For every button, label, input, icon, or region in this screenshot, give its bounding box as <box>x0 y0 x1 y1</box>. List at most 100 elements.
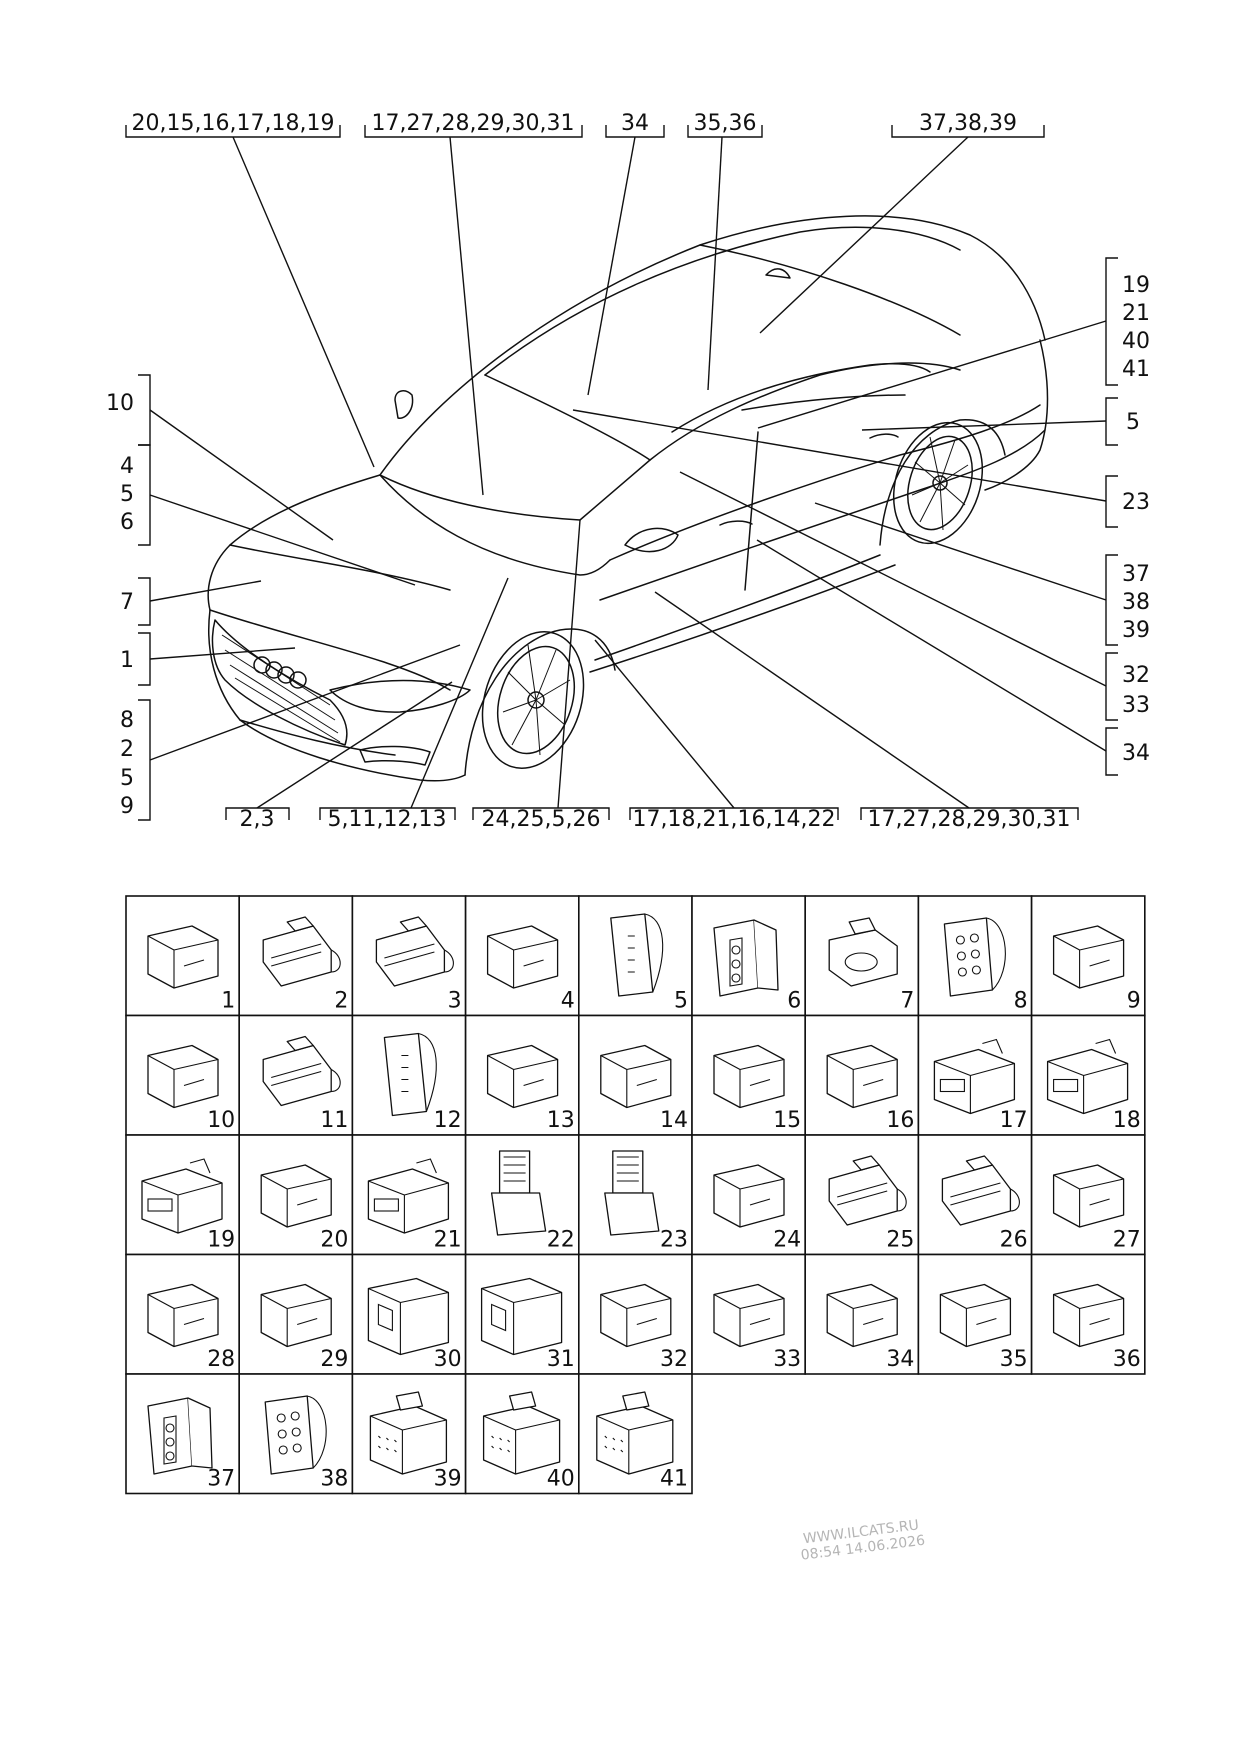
connector-number: 27 <box>1113 1228 1141 1253</box>
callout-labels: 20,15,16,17,18,19 17,27,28,29,30,31 34 3… <box>106 111 1150 832</box>
connector-number: 19 <box>207 1228 235 1253</box>
connector-cell: 36 <box>1030 1253 1146 1375</box>
connector-cell: 7 <box>804 895 920 1017</box>
box-connector-icon <box>933 1038 1016 1115</box>
callout-bottom-2: 5,11,12,13 <box>328 807 447 832</box>
connector-cell: 9 <box>1030 895 1146 1017</box>
connector-cell: 12 <box>351 1014 467 1136</box>
callout-right-1-3: 40 <box>1122 329 1150 354</box>
connector-cell: 8 <box>917 895 1033 1017</box>
connector-cell: 23 <box>577 1134 693 1256</box>
callout-right-2-1: 5 <box>1126 410 1140 435</box>
connector-cell: 37 <box>125 1373 240 1495</box>
connector-cell: 13 <box>464 1014 580 1136</box>
tower-connector-icon <box>604 1150 660 1236</box>
callout-top-3: 34 <box>621 111 649 136</box>
callout-left-2-1: 4 <box>120 454 134 479</box>
connector-cell: 24 <box>691 1134 806 1256</box>
connector-number: 10 <box>207 1108 235 1133</box>
connector-number: 37 <box>207 1467 235 1492</box>
connector-number: 36 <box>1113 1347 1141 1372</box>
connector-cell: 32 <box>577 1253 693 1375</box>
connector-number: 38 <box>320 1467 348 1492</box>
flat-connector-icon <box>939 1283 1012 1348</box>
connector-cell: 39 <box>351 1373 467 1495</box>
connector-cell: 16 <box>804 1014 920 1136</box>
latch-connector-icon <box>826 1044 898 1109</box>
connector-cell: 17 <box>917 1014 1033 1136</box>
connector-number: 23 <box>660 1228 688 1253</box>
callout-left-5-3: 5 <box>120 766 134 791</box>
callout-left-3-1: 7 <box>120 590 134 615</box>
six-pin-housing-icon <box>264 1395 327 1475</box>
box-connector-icon <box>367 1158 450 1234</box>
connector-number: 6 <box>787 989 801 1014</box>
connector-number: 12 <box>434 1108 462 1133</box>
callout-top-4: 35,36 <box>694 111 757 136</box>
callout-left-2-2: 5 <box>120 482 134 507</box>
connector-cell: 22 <box>464 1134 580 1256</box>
open-housing-icon <box>367 1277 450 1356</box>
connector-number: 9 <box>1127 989 1141 1014</box>
two-pin-connector-icon <box>828 917 898 987</box>
callout-bottom-1: 2,3 <box>240 807 275 832</box>
connector-cell: 5 <box>577 895 693 1017</box>
flat-block-connector-icon <box>713 1283 785 1348</box>
connector-cell: 14 <box>577 1014 693 1136</box>
connector-cell: 26 <box>917 1134 1033 1256</box>
side-latch-connector-icon <box>713 1044 785 1109</box>
connector-cell-frame <box>804 1014 920 1136</box>
connector-cell: 21 <box>351 1134 467 1256</box>
vertical-pin-housing-icon <box>610 913 664 997</box>
connector-number: 29 <box>320 1347 348 1372</box>
cylinder-connector-icon <box>260 1283 332 1348</box>
frame-connector-icon <box>600 1283 672 1348</box>
callout-right-1-2: 21 <box>1122 301 1150 326</box>
callout-left-5-4: 9 <box>120 794 134 819</box>
connector-cell: 25 <box>804 1134 920 1256</box>
connector-number: 2 <box>334 989 348 1014</box>
open-box-connector-icon <box>147 1283 219 1348</box>
grid-pin-connector-icon <box>596 1391 674 1475</box>
connector-number: 40 <box>547 1467 575 1492</box>
grid-pin-connector-icon <box>369 1391 448 1475</box>
connector-cell: 28 <box>125 1253 240 1375</box>
connector-cell: 27 <box>1030 1134 1146 1256</box>
connector-cell: 41 <box>577 1373 693 1495</box>
connector-cell: 30 <box>351 1253 467 1375</box>
connector-number: 39 <box>434 1467 462 1492</box>
multi-pin-connector-icon <box>375 916 454 987</box>
connector-number: 28 <box>207 1347 235 1372</box>
connector-number: 21 <box>434 1228 462 1253</box>
connector-number: 4 <box>561 989 575 1014</box>
flat-connector-icon <box>486 925 559 989</box>
connector-cell: 35 <box>917 1253 1033 1375</box>
connector-cell: 11 <box>238 1014 354 1136</box>
three-pin-connector-icon <box>713 919 779 997</box>
connector-number: 35 <box>1000 1347 1028 1372</box>
three-pin-connector-icon <box>147 1397 213 1475</box>
connector-number: 14 <box>660 1108 688 1133</box>
open-housing-icon <box>480 1277 563 1356</box>
callout-right-5-2: 33 <box>1122 693 1150 718</box>
connector-number: 1 <box>221 989 235 1014</box>
callout-left-5-2: 2 <box>120 737 134 762</box>
connector-cell: 18 <box>1030 1014 1146 1136</box>
tower-connector-icon <box>490 1150 547 1236</box>
callout-top-2: 17,27,28,29,30,31 <box>372 111 575 136</box>
connector-cell: 29 <box>238 1253 354 1375</box>
six-pin-housing-icon <box>943 917 1006 997</box>
small-latch-connector-icon <box>1052 1164 1125 1228</box>
multi-pin-connector-icon <box>262 916 341 987</box>
vertical-pin-housing-icon <box>383 1032 437 1117</box>
sensor-connector-icon <box>147 925 219 989</box>
box-connector-icon <box>141 1158 223 1234</box>
callout-left-4-1: 1 <box>120 648 134 673</box>
connector-number: 17 <box>1000 1108 1028 1133</box>
connector-cell: 38 <box>238 1373 354 1495</box>
callout-right-1-1: 19 <box>1122 273 1150 298</box>
oval-connector-icon <box>1052 1283 1125 1348</box>
connector-number: 25 <box>886 1228 914 1253</box>
connector-number: 7 <box>900 989 914 1014</box>
